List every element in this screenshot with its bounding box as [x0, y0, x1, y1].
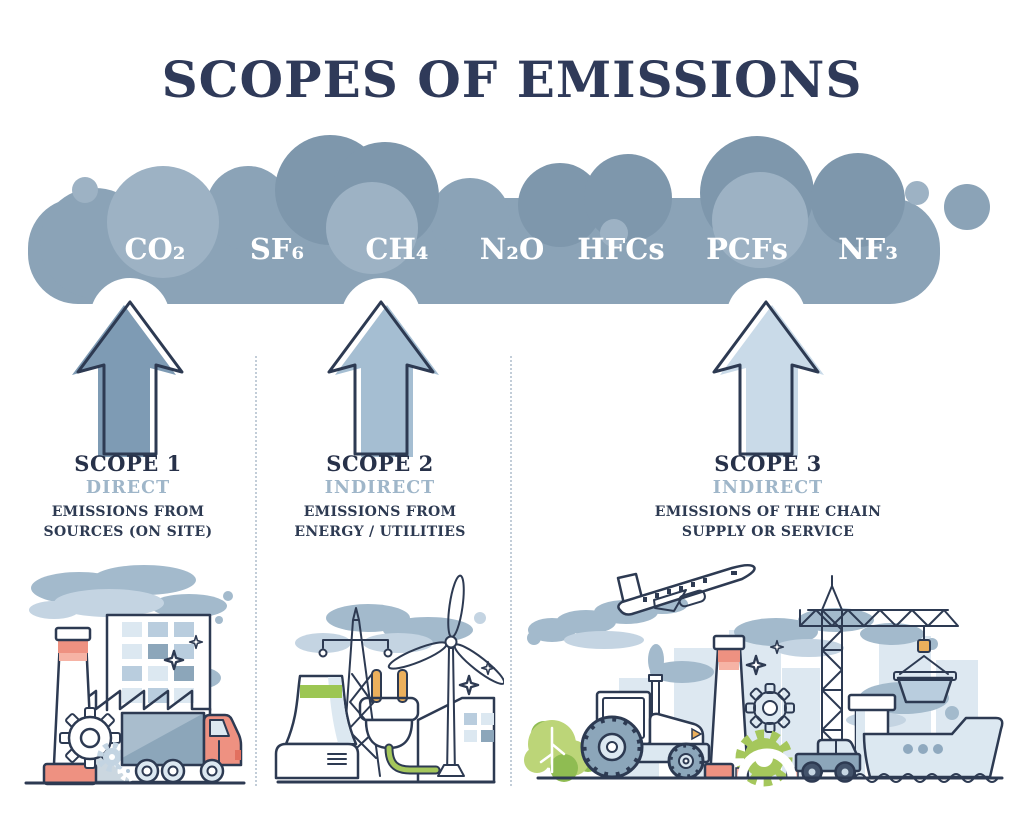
gas-label-nf3: NF₃ [838, 232, 898, 266]
wind-turbine-icon [387, 574, 504, 777]
gas-label-sf6: SF₆ [249, 232, 305, 266]
scope1-type: DIRECT [85, 478, 171, 499]
gear-icon [745, 683, 795, 733]
smokestack-icon [648, 634, 750, 780]
building-icon [416, 696, 496, 784]
scope3-arrow [712, 300, 824, 457]
divider-scope2-scope3 [510, 356, 512, 786]
scope2-title: SCOPE 2 [326, 451, 434, 476]
sparkle-icon [480, 660, 496, 676]
scope2-arrow [327, 300, 439, 457]
page-title: SCOPES OF EMISSIONS [161, 50, 863, 109]
tractor-icon [580, 674, 711, 780]
scope1-arrow [72, 300, 184, 457]
tower-crane-icon [799, 575, 959, 774]
sparkle-icon [458, 674, 480, 696]
gas-cloud [28, 135, 990, 358]
cargo-truck-icon [120, 711, 243, 784]
gas-label-pcfs: PCFs [706, 232, 788, 266]
gas-label-ch4: CH₄ [365, 232, 429, 266]
gas-label-hfcs: HFCs [577, 232, 665, 266]
scope1-title: SCOPE 1 [74, 451, 182, 476]
scope3-type: INDIRECT [712, 478, 824, 499]
cargo-ship-icon [853, 716, 1004, 783]
divider-scope1-scope2 [255, 356, 257, 786]
scope2-type: INDIRECT [324, 478, 436, 499]
pickup-truck-icon [794, 738, 862, 783]
gas-label-n2o: N₂O [479, 232, 545, 266]
electric-plug-icon [358, 669, 441, 775]
airplane-icon [616, 564, 756, 616]
bushes-icon [524, 720, 602, 782]
crane-load-icon [893, 671, 957, 704]
tractor-front-wheel [667, 742, 705, 780]
tractor-rear-wheel [580, 715, 644, 779]
cooling-tower-icon [274, 674, 360, 780]
office-building-icon [105, 613, 212, 712]
scope3-title: SCOPE 3 [714, 451, 822, 476]
scope2-illustration [274, 574, 504, 784]
scope1-illustration [24, 565, 246, 786]
tower-base [274, 742, 360, 780]
gas-label-co2: CO₂ [124, 232, 186, 266]
power-cable [386, 745, 439, 773]
scope3-illustration [524, 564, 1004, 787]
cloud-detached-puff [944, 184, 990, 230]
truck-wheel-icon [134, 758, 225, 784]
